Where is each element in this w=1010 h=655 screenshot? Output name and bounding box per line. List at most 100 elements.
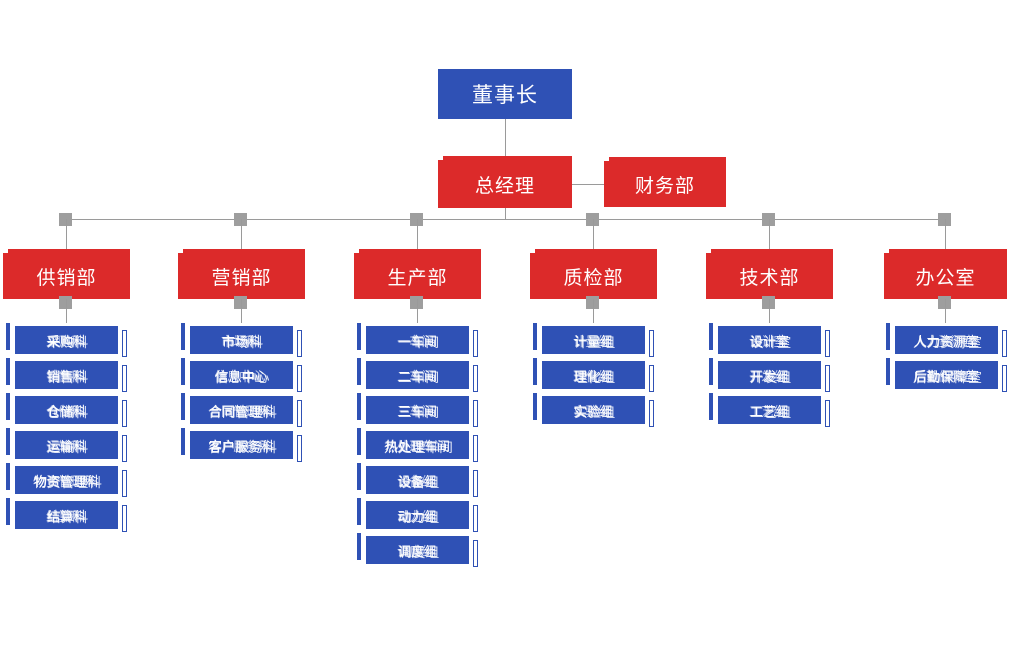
sub-node-2-6[interactable]: 调度组调度组调度组 xyxy=(357,533,478,567)
sub-node-0-4-box[interactable]: 物资管理科物资管理科物资管理科 xyxy=(15,466,118,494)
sub-node-0-0[interactable]: 采购科采购科采购科 xyxy=(6,323,127,357)
box-right-edge xyxy=(122,400,127,427)
sub-node-0-5-box[interactable]: 结算科结算科结算科 xyxy=(15,501,118,529)
box-left-edge xyxy=(357,428,361,455)
sub-node-0-3-label: 运输科 xyxy=(46,439,86,455)
sub-node-2-4-box[interactable]: 设备组设备组设备组 xyxy=(366,466,469,494)
sub-node-2-4-label: 设备组 xyxy=(397,474,437,490)
connector-bus-to-dept-2 xyxy=(417,219,418,253)
sub-node-3-2-label: 实验组 xyxy=(573,404,613,420)
node-department-2[interactable]: 生产部 xyxy=(354,249,481,299)
connector-bus-to-dept-3 xyxy=(593,219,594,253)
sub-node-2-0-box[interactable]: 一车间一车间一车间 xyxy=(366,326,469,354)
sub-node-1-2-box[interactable]: 合同管理科合同管理科合同管理科 xyxy=(190,396,293,424)
sub-node-4-2-box[interactable]: 工艺组工艺组工艺组 xyxy=(718,396,821,424)
sub-node-2-0[interactable]: 一车间一车间一车间 xyxy=(357,323,478,357)
sub-node-2-2-box[interactable]: 三车间三车间三车间 xyxy=(366,396,469,424)
sub-node-5-1-box[interactable]: 后勤保障室后勤保障室后勤保障室 xyxy=(895,361,998,389)
connector-chairman-to-gm xyxy=(505,119,506,160)
connector-dept-0-to-children xyxy=(66,299,67,323)
sub-node-1-0-label: 市场科 xyxy=(221,334,261,350)
sub-node-0-3-box[interactable]: 运输科运输科运输科 xyxy=(15,431,118,459)
sub-node-3-1[interactable]: 理化组理化组理化组 xyxy=(533,358,654,392)
box-left-edge xyxy=(6,463,10,490)
node-department-2-label: 生产部 xyxy=(387,266,448,289)
box-right-edge xyxy=(825,400,830,427)
box-left-edge xyxy=(6,498,10,525)
sub-node-5-0-box[interactable]: 人力资源室人力资源室人力资源室 xyxy=(895,326,998,354)
sub-node-2-5-box[interactable]: 动力组动力组动力组 xyxy=(366,501,469,529)
box-right-edge xyxy=(649,365,654,392)
box-left-edge xyxy=(357,463,361,490)
node-finance-label: 财务部 xyxy=(634,174,695,197)
sub-node-4-0-box[interactable]: 设计室设计室设计室 xyxy=(718,326,821,354)
sub-node-0-2[interactable]: 仓储科仓储科仓储科 xyxy=(6,393,127,427)
box-left-edge xyxy=(357,358,361,385)
connector-knob-dept-2 xyxy=(410,213,423,226)
sub-node-2-5[interactable]: 动力组动力组动力组 xyxy=(357,498,478,532)
sub-node-0-5-label: 结算科 xyxy=(46,509,86,525)
sub-node-3-0-label: 计量组 xyxy=(573,334,613,350)
node-department-0[interactable]: 供销部 xyxy=(3,249,130,299)
sub-node-3-0[interactable]: 计量组计量组计量组 xyxy=(533,323,654,357)
sub-node-0-3[interactable]: 运输科运输科运输科 xyxy=(6,428,127,462)
box-right-edge xyxy=(473,330,478,357)
box-right-edge xyxy=(473,505,478,532)
sub-node-0-0-label: 采购科 xyxy=(46,334,86,350)
sub-node-3-2-box[interactable]: 实验组实验组实验组 xyxy=(542,396,645,424)
node-department-3[interactable]: 质检部 xyxy=(530,249,657,299)
node-general-manager[interactable]: 总经理 xyxy=(438,156,572,208)
sub-node-4-0-label: 设计室 xyxy=(749,334,789,350)
box-right-edge xyxy=(649,400,654,427)
sub-node-5-0[interactable]: 人力资源室人力资源室人力资源室 xyxy=(886,323,1007,357)
box-left-edge xyxy=(533,358,537,385)
box-left-edge xyxy=(181,428,185,455)
node-finance[interactable]: 财务部 xyxy=(604,157,726,207)
connector-gm-to-bus xyxy=(505,208,506,219)
node-general-manager-label: 总经理 xyxy=(474,174,535,197)
node-department-1[interactable]: 营销部 xyxy=(178,249,305,299)
sub-node-2-3-box[interactable]: 热处理车间热处理车间热处理车间 xyxy=(366,431,469,459)
sub-node-2-1[interactable]: 二车间二车间二车间 xyxy=(357,358,478,392)
node-department-5-label: 办公室 xyxy=(915,266,976,289)
sub-node-2-6-box[interactable]: 调度组调度组调度组 xyxy=(366,536,469,564)
sub-node-2-3[interactable]: 热处理车间热处理车间热处理车间 xyxy=(357,428,478,462)
sub-node-4-0[interactable]: 设计室设计室设计室 xyxy=(709,323,830,357)
sub-node-0-1[interactable]: 销售科销售科销售科 xyxy=(6,358,127,392)
sub-node-2-1-box[interactable]: 二车间二车间二车间 xyxy=(366,361,469,389)
sub-node-5-0-label: 人力资源室 xyxy=(913,334,979,350)
sub-node-4-1[interactable]: 开发组开发组开发组 xyxy=(709,358,830,392)
sub-node-3-0-box[interactable]: 计量组计量组计量组 xyxy=(542,326,645,354)
sub-node-2-0-label: 一车间 xyxy=(397,334,437,350)
sub-node-4-2[interactable]: 工艺组工艺组工艺组 xyxy=(709,393,830,427)
connector-knob-dept-1 xyxy=(234,213,247,226)
connector-knob-dept-2-down xyxy=(410,296,423,309)
sub-node-3-2[interactable]: 实验组实验组实验组 xyxy=(533,393,654,427)
node-chairman[interactable]: 董事长 xyxy=(438,69,572,119)
sub-node-1-3[interactable]: 客户服务科客户服务科客户服务科 xyxy=(181,428,302,462)
sub-node-0-5[interactable]: 结算科结算科结算科 xyxy=(6,498,127,532)
node-department-5[interactable]: 办公室 xyxy=(884,249,1007,299)
sub-node-0-2-box[interactable]: 仓储科仓储科仓储科 xyxy=(15,396,118,424)
sub-node-0-2-label: 仓储科 xyxy=(46,404,86,420)
connector-gm-to-finance xyxy=(572,184,604,185)
sub-node-1-0[interactable]: 市场科市场科市场科 xyxy=(181,323,302,357)
sub-node-3-1-box[interactable]: 理化组理化组理化组 xyxy=(542,361,645,389)
sub-node-1-3-box[interactable]: 客户服务科客户服务科客户服务科 xyxy=(190,431,293,459)
sub-node-1-2[interactable]: 合同管理科合同管理科合同管理科 xyxy=(181,393,302,427)
sub-node-2-5-label: 动力组 xyxy=(397,509,437,525)
sub-node-2-4[interactable]: 设备组设备组设备组 xyxy=(357,463,478,497)
box-right-edge xyxy=(1002,365,1007,392)
sub-node-4-1-box[interactable]: 开发组开发组开发组 xyxy=(718,361,821,389)
sub-node-2-2[interactable]: 三车间三车间三车间 xyxy=(357,393,478,427)
sub-node-4-2-label: 工艺组 xyxy=(749,404,789,420)
node-department-4[interactable]: 技术部 xyxy=(706,249,833,299)
sub-node-1-0-box[interactable]: 市场科市场科市场科 xyxy=(190,326,293,354)
sub-node-0-1-box[interactable]: 销售科销售科销售科 xyxy=(15,361,118,389)
sub-node-0-4[interactable]: 物资管理科物资管理科物资管理科 xyxy=(6,463,127,497)
sub-node-1-1-box[interactable]: 信息中心信息中心信息中心 xyxy=(190,361,293,389)
sub-node-0-0-box[interactable]: 采购科采购科采购科 xyxy=(15,326,118,354)
box-right-edge xyxy=(825,365,830,392)
sub-node-5-1[interactable]: 后勤保障室后勤保障室后勤保障室 xyxy=(886,358,1007,392)
sub-node-1-1[interactable]: 信息中心信息中心信息中心 xyxy=(181,358,302,392)
